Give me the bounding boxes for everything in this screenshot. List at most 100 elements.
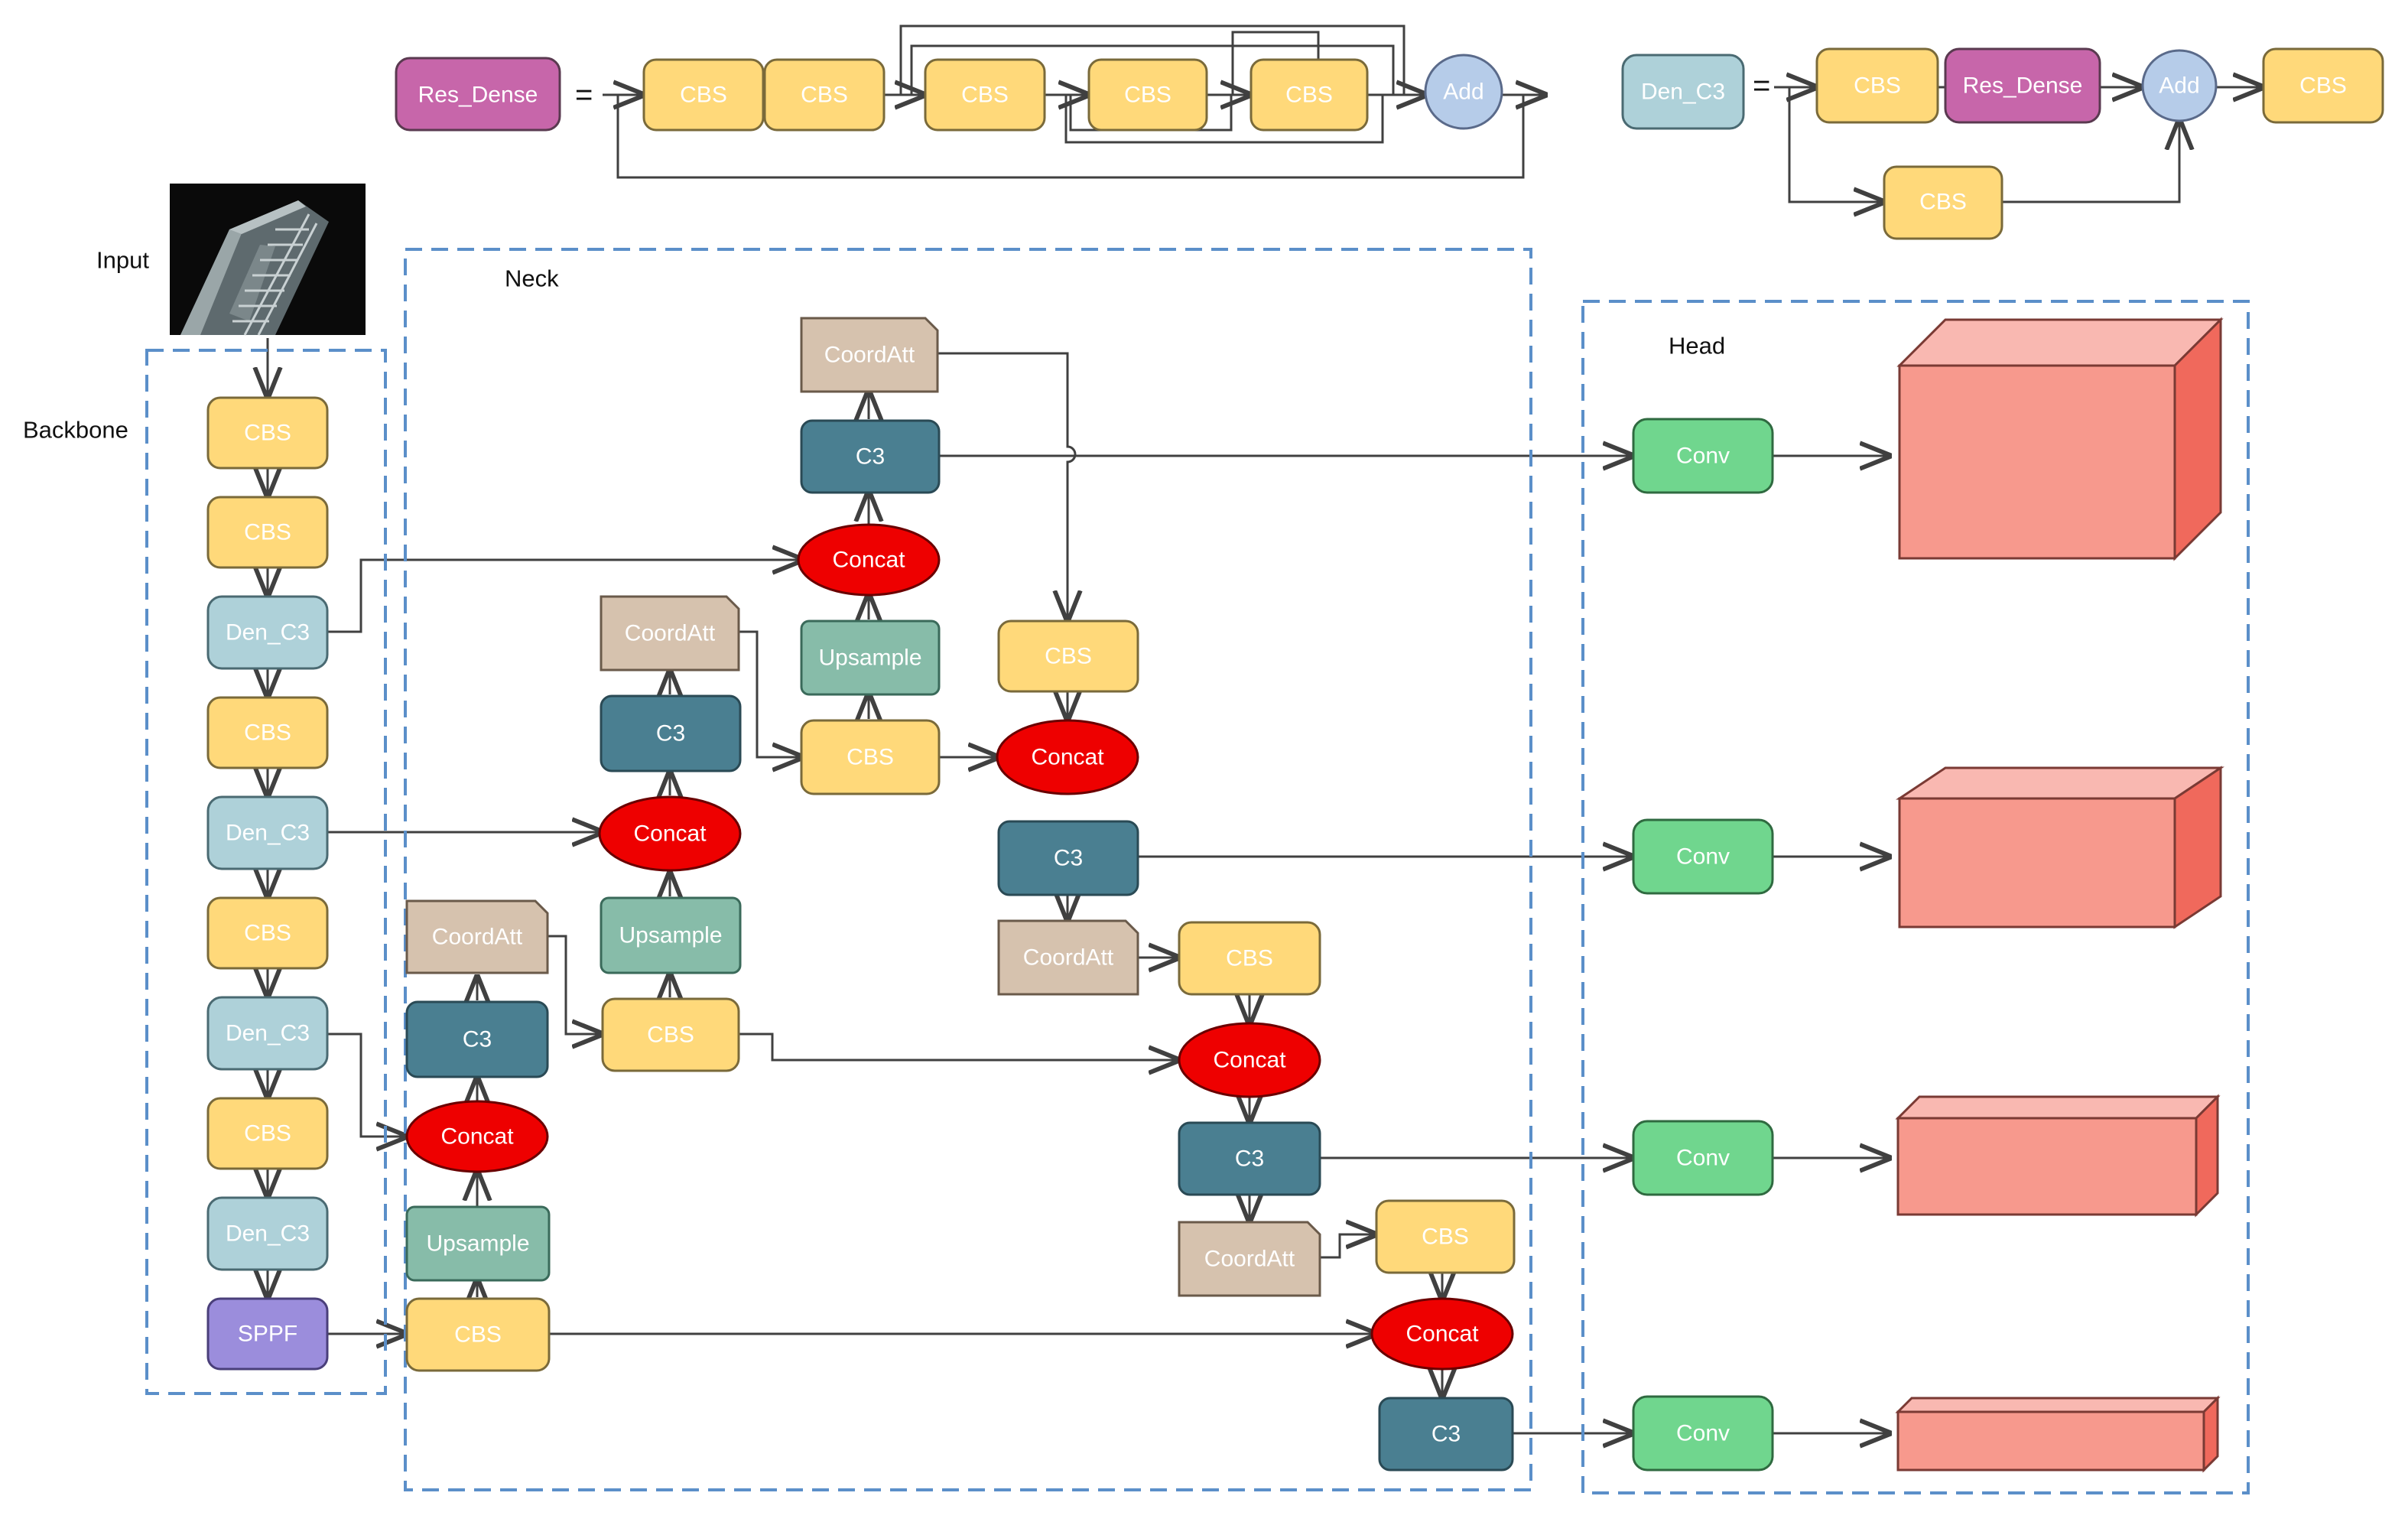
head-conv-2-label: Conv [1676,844,1730,870]
head-conv-3-label: Conv [1676,1146,1730,1171]
legend-cbs-block-3: CBS [924,58,1046,132]
neck-cbs-3-label: CBS [847,745,894,770]
neck-upsample-1: Upsample [405,1205,551,1282]
neck-coordatt-3-label: CoordAtt [824,343,915,368]
neck-upsample-3-label: Upsample [818,646,921,671]
legend-res-dense-label-2: Res_Dense [1963,73,2083,99]
neck-upsample-1-label: Upsample [426,1231,529,1257]
backbone-node-1-label: CBS [244,421,291,446]
head-output-box-large [1896,317,2224,561]
legend-res-dense-label: Res_Dense [418,83,538,108]
head-output-box-small [1895,1094,2221,1218]
legend-cbs-block-5: CBS [1249,58,1369,132]
neck-coordatt-5: CoordAtt [1178,1221,1321,1297]
legend-res-dense-block: Res_Dense [395,57,561,132]
backbone-node-2: CBS [206,496,329,569]
legend-cbs-label-4: CBS [1124,83,1172,108]
neck-c3-2-label: C3 [656,721,685,746]
box-front [1898,364,2176,560]
backbone-node-5: Den_C3 [206,795,329,870]
backbone-node-10-label: SPPF [238,1322,297,1347]
neck-coordatt-4-label: CoordAtt [1023,945,1114,971]
neck-coordatt-3: CoordAtt [800,317,939,393]
backbone-label: Backbone [23,417,128,444]
head-output-box-medium [1896,766,2224,929]
backbone-node-10: SPPF [206,1297,329,1371]
box-top [1896,318,2224,367]
neck-c3-5-label: C3 [1235,1146,1264,1172]
backbone-node-8-label: CBS [244,1121,291,1146]
head-conv-3: Conv [1632,1120,1774,1196]
backbone-node-5-label: Den_C3 [226,821,310,846]
neck-cbs-1: CBS [405,1297,551,1372]
neck-concat-4-label: Concat [1031,745,1104,770]
legend-add-label-1: Add [1443,80,1483,105]
backbone-node-1: CBS [206,396,329,470]
backbone-node-4: CBS [206,696,329,769]
legend-add-node-1: Add [1424,54,1503,130]
neck-concat-5-label: Concat [1213,1048,1286,1073]
head-output-box-tiny [1895,1395,2221,1473]
head-frame [1581,300,2250,1494]
legend-cbs-block-2: CBS [763,58,886,132]
backbone-node-8: CBS [206,1097,329,1170]
neck-cbs-4-label: CBS [1045,644,1092,669]
legend-add-label-2: Add [2159,73,2199,99]
neck-coordatt-1-label: CoordAtt [432,925,523,950]
legend-cbs-block-6: CBS [1815,47,1939,124]
neck-c3-3-label: C3 [856,444,885,470]
backbone-node-3-label: Den_C3 [226,620,310,646]
neck-c3-2: C3 [600,694,742,772]
neck-coordatt-2: CoordAtt [600,595,740,672]
neck-cbs-5-label: CBS [1226,946,1273,971]
head-conv-4-label: Conv [1676,1421,1730,1446]
neck-upsample-2-label: Upsample [619,923,722,948]
legend-cbs-block-4: CBS [1087,58,1208,132]
legend-cbs-label-1: CBS [680,83,727,108]
legend-cbs-label-6: CBS [1854,73,1901,99]
neck-concat-3-label: Concat [832,548,905,573]
neck-cbs-4: CBS [997,620,1139,693]
neck-coordatt-5-label: CoordAtt [1204,1247,1295,1272]
input-label: Input [96,247,149,274]
neck-frame [404,248,1532,1491]
neck-cbs-3: CBS [800,719,941,795]
head-conv-1: Conv [1632,418,1774,494]
backbone-node-3: Den_C3 [206,595,329,670]
neck-cbs-6: CBS [1375,1199,1516,1274]
neck-concat-2: Concat [598,795,742,872]
neck-c3-6: C3 [1378,1397,1514,1472]
legend-den-c3-label: Den_C3 [1641,80,1725,105]
backbone-node-6: CBS [206,896,329,970]
input-image [170,184,366,336]
neck-concat-4: Concat [996,719,1139,795]
legend-cbs-label-7: CBS [2299,73,2347,99]
neck-coordatt-2-label: CoordAtt [625,621,716,646]
neck-concat-6: Concat [1370,1297,1514,1371]
legend-cbs-block-7: CBS [2262,47,2384,124]
connections [268,24,2262,1433]
neck-concat-5: Concat [1178,1022,1321,1098]
backbone-frame [145,349,387,1395]
legend-res-dense-block-2: Res_Dense [1944,47,2101,124]
neck-concat-1: Concat [405,1100,549,1173]
neck-cbs-2: CBS [601,997,740,1072]
neck-concat-3: Concat [797,523,941,597]
backbone-node-2-label: CBS [244,520,291,545]
neck-c3-6-label: C3 [1431,1422,1461,1447]
neck-c3-3: C3 [800,419,941,494]
legend-add-node-2: Add [2141,49,2218,122]
legend-cbs-label-2: CBS [801,83,848,108]
legend-cbs-block-8: CBS [1883,165,2003,240]
legend-cbs-block-1: CBS [642,58,765,132]
head-conv-2: Conv [1632,818,1774,895]
neck-upsample-3: Upsample [800,620,941,696]
neck-c3-1-label: C3 [463,1027,492,1052]
neck-cbs-2-label: CBS [647,1023,694,1048]
legend-den-c3-block: Den_C3 [1621,54,1745,130]
neck-label: Neck [505,265,559,292]
neck-c3-4: C3 [997,820,1139,896]
neck-concat-1-label: Concat [440,1124,514,1150]
